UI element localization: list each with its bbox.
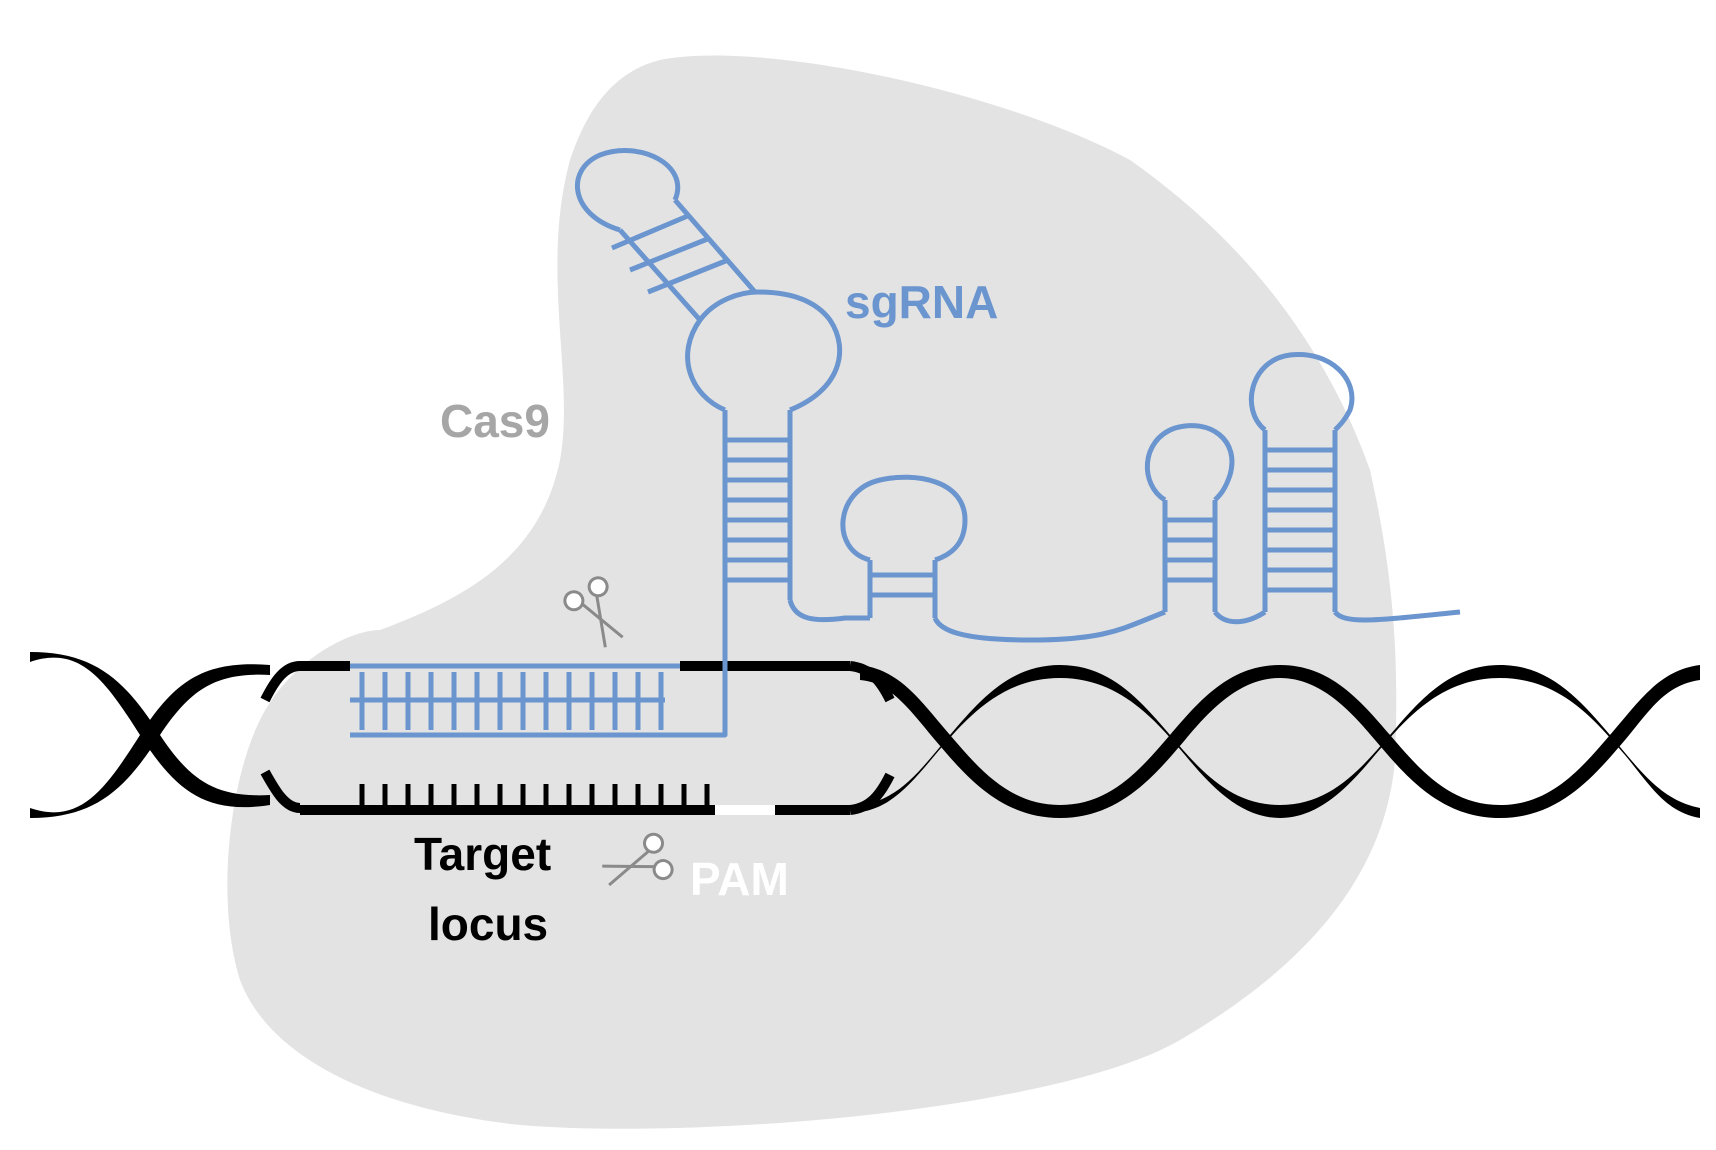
target-strand-teeth: [359, 784, 710, 810]
scissors-icon: [602, 832, 674, 887]
dna-open-strands: [260, 661, 895, 815]
sgrna-strand: [350, 148, 1461, 738]
target-locus-label-line2: locus: [428, 898, 548, 950]
cas9-label: Cas9: [440, 395, 550, 447]
stem1-rungs: [725, 437, 790, 583]
dna-helix-left: [30, 652, 270, 818]
target-locus-label-line1: Target: [414, 828, 551, 880]
sgrna-label: sgRNA: [845, 276, 998, 328]
cas9-protein-shape: [227, 55, 1397, 1129]
pam-label: PAM: [690, 853, 789, 905]
scissors-icon: [563, 576, 624, 648]
pam-site: [715, 805, 775, 815]
